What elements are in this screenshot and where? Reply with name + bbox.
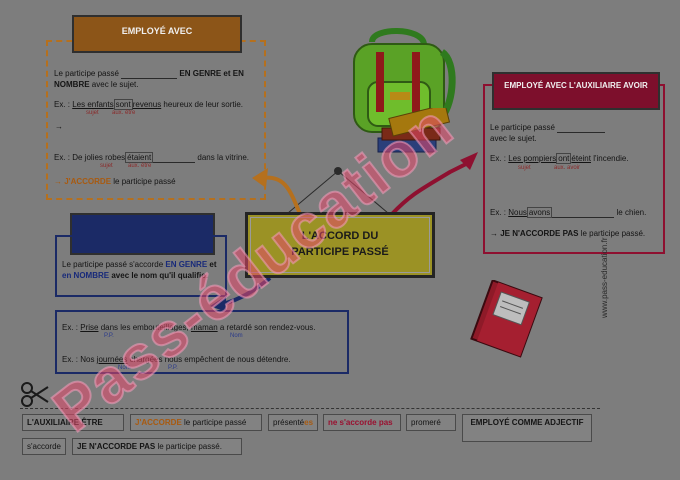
label-aux-etre: aux. être bbox=[112, 110, 136, 116]
chip-promere[interactable]: promeré bbox=[406, 414, 456, 431]
label-sujet: sujet bbox=[86, 110, 99, 116]
chip-s-accorde[interactable]: s'accorde bbox=[22, 438, 66, 455]
label-aux-avoir: aux. avoir bbox=[554, 165, 581, 171]
sign-strings bbox=[287, 167, 389, 214]
label-sujet: sujet bbox=[518, 165, 531, 171]
arrow-to-auxiliaire-avoir bbox=[390, 160, 471, 216]
employe-avec-conclusion: → J'ACCORDE le participe passé bbox=[54, 177, 176, 186]
chip-j-accorde[interactable]: J'ACCORDE le participe passé bbox=[130, 414, 262, 431]
cut-line bbox=[20, 408, 600, 409]
answer-blank bbox=[552, 208, 615, 218]
arrow-to-employe-avec bbox=[261, 175, 302, 215]
red-book-illustration bbox=[470, 280, 543, 358]
label-aux-etre: aux. être bbox=[128, 163, 152, 169]
arrow-head-navy bbox=[210, 296, 226, 312]
auxiliaire-avoir-title: EMPLOYÉ AVEC L'AUXILIAIRE AVOIR bbox=[492, 72, 660, 110]
employe-avec-rule: Le participe passé EN GENRE et EN NOMBRE… bbox=[54, 69, 244, 89]
adjectif-header bbox=[70, 213, 215, 255]
chip-auxiliaire-etre[interactable]: L'AUXILIAIRE ÊTRE bbox=[22, 414, 124, 431]
answer-blank bbox=[557, 123, 606, 133]
adjectif-frame bbox=[55, 235, 227, 297]
side-watermark: www.pass-education.fr bbox=[600, 237, 609, 318]
arrow-to-adjectif bbox=[221, 276, 272, 306]
chip-presentees[interactable]: présentées bbox=[268, 414, 318, 431]
auxiliaire-avoir-rule: Le participe passé avec le sujet. bbox=[490, 122, 660, 144]
label-nom: Nom bbox=[230, 333, 243, 339]
adjectif-rule: Le participe passé s'accorde EN GENRE et… bbox=[62, 260, 217, 280]
label-pp: P.P. bbox=[104, 333, 114, 339]
chip-je-n-accorde-pas[interactable]: JE N'ACCORDE PAS le participe passé. bbox=[72, 438, 242, 455]
auxiliaire-avoir-conclusion: → JE N'ACCORDE PAS le participe passé. bbox=[490, 229, 646, 238]
label-pp: P.P. bbox=[168, 365, 178, 371]
chip-employe-comme-adjectif[interactable]: EMPLOYÉ COMME ADJECTIF bbox=[462, 414, 592, 442]
answer-blank bbox=[153, 153, 196, 163]
label-sujet: sujet bbox=[100, 163, 113, 169]
center-title: L'ACCORD DU PARTICIPE PASSÉ bbox=[291, 230, 389, 258]
label-nom: Nom bbox=[118, 365, 131, 371]
center-title-box bbox=[245, 212, 435, 278]
employe-avec-title: EMPLOYÉ AVEC bbox=[72, 15, 242, 53]
employe-avec-arrow: → bbox=[55, 122, 63, 131]
adjectif-example-1: Ex. : Prise dans les embouteillages, mam… bbox=[62, 323, 316, 332]
answer-blank bbox=[121, 69, 178, 79]
arrow-head-red bbox=[460, 152, 478, 170]
adjectif-example-2: Ex. : Nos journées chargées nous empêche… bbox=[62, 355, 291, 364]
adjectif-examples-frame bbox=[55, 310, 349, 374]
arrow-head-orange bbox=[252, 168, 268, 188]
chip-ne-s-accorde-pas[interactable]: ne s'accorde pas bbox=[323, 414, 401, 431]
books-stack-illustration bbox=[377, 108, 451, 153]
scissors-icon bbox=[21, 382, 49, 407]
